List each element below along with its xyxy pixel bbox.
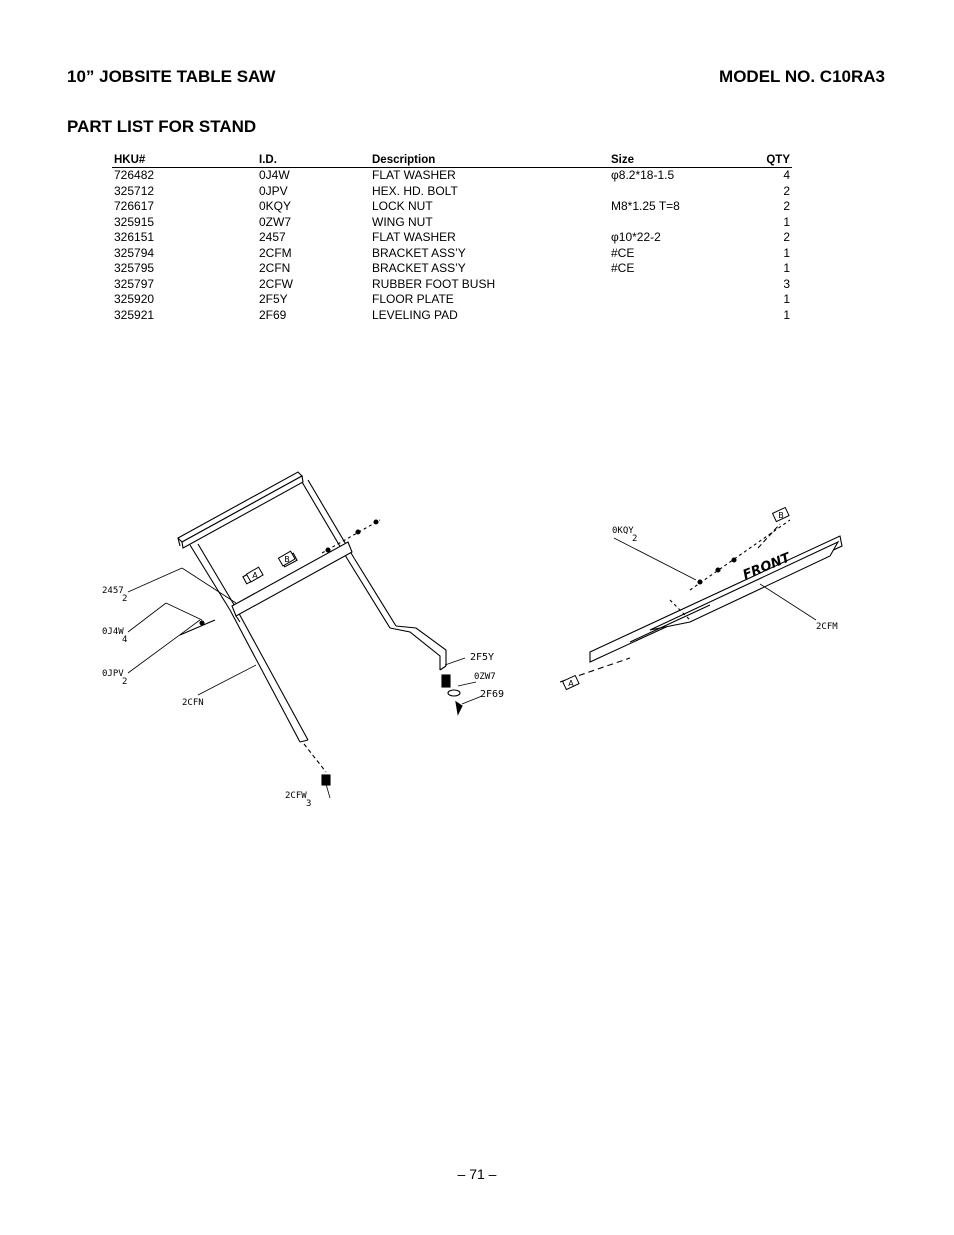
description-cell: FLOOR PLATE bbox=[372, 292, 454, 306]
table-row: 726482 0J4W FLAT WASHER φ8.2*18-1.5 4 bbox=[112, 168, 792, 184]
column-header-hku: HKU# bbox=[112, 152, 257, 168]
size-cell: φ8.2*18-1.5 bbox=[611, 168, 675, 182]
hku-cell: 325915 bbox=[114, 214, 155, 229]
callout-2457-qty: 2 bbox=[122, 594, 127, 604]
hku-cell: 325920 bbox=[114, 292, 155, 306]
qty-cell: 1 bbox=[783, 214, 790, 229]
bracket-2cfm-drawing bbox=[559, 519, 843, 683]
column-header-id: I.D. bbox=[257, 152, 370, 168]
foot-parts-drawing bbox=[321, 674, 463, 786]
qty-cell: 3 bbox=[783, 276, 790, 291]
qty-cell: 1 bbox=[783, 245, 790, 260]
table-row: 325920 2F5Y FLOOR PLATE 1 bbox=[112, 292, 792, 308]
id-cell: 0JPV bbox=[259, 183, 288, 198]
qty-cell: 1 bbox=[783, 307, 790, 322]
id-cell: 2CFM bbox=[259, 245, 292, 260]
callout-2cfw: 2CFW bbox=[285, 791, 307, 801]
size-cell bbox=[609, 292, 763, 308]
bracket-2cfn-drawing bbox=[189, 479, 447, 773]
table-row: 326151 2457 FLAT WASHER φ10*22-2 2 bbox=[112, 230, 792, 246]
table-row: 325794 2CFM BRACKET ASS’Y #CE 1 bbox=[112, 246, 792, 262]
table-row: 325712 0JPV HEX. HD. BOLT 2 bbox=[112, 184, 792, 200]
description-cell: LOCK NUT bbox=[372, 199, 433, 213]
qty-cell: 2 bbox=[783, 230, 790, 244]
hku-cell: 325795 bbox=[114, 261, 155, 275]
callout-2f69: 2F69 bbox=[480, 689, 504, 700]
table-row: 726617 0KQY LOCK NUT M8*1.25 T=8 2 bbox=[112, 199, 792, 215]
qty-cell: 1 bbox=[783, 261, 790, 275]
qty-cell: 2 bbox=[783, 199, 790, 213]
exploded-parts-diagram: A B B A FRONT 2457 2 0J4W 4 0JPV 2 2CFN … bbox=[102, 471, 843, 809]
column-header-qty: QTY bbox=[763, 152, 792, 168]
id-cell: 2F5Y bbox=[259, 292, 288, 306]
size-cell bbox=[609, 184, 763, 200]
size-cell: φ10*22-2 bbox=[611, 230, 661, 244]
id-cell: 0KQY bbox=[259, 199, 292, 213]
table-header-row: HKU# I.D. Description Size QTY bbox=[112, 152, 792, 168]
callout-0zw7: 0ZW7 bbox=[474, 672, 496, 682]
callout-2457: 2457 bbox=[102, 586, 124, 596]
size-cell: M8*1.25 T=8 bbox=[611, 199, 680, 213]
callout-2f5y: 2F5Y bbox=[470, 652, 494, 663]
callout-0j4w-qty: 4 bbox=[122, 635, 127, 645]
section-title: PART LIST FOR STAND bbox=[67, 117, 257, 136]
document-title: 10” JOBSITE TABLE SAW bbox=[67, 67, 276, 86]
id-cell: 2F69 bbox=[259, 307, 287, 322]
qty-cell: 4 bbox=[783, 168, 790, 182]
hku-cell: 326151 bbox=[114, 230, 155, 244]
top-rail-drawing bbox=[177, 471, 304, 549]
description-cell: FLAT WASHER bbox=[372, 230, 456, 244]
parts-table: HKU# I.D. Description Size QTY 726482 0J4… bbox=[112, 152, 792, 323]
marker-a-right: A bbox=[568, 679, 574, 688]
size-cell bbox=[609, 308, 763, 324]
table-row: 325915 0ZW7 WING NUT 1 bbox=[112, 215, 792, 231]
marker-b-right: B bbox=[778, 511, 784, 520]
hku-cell: 325712 bbox=[114, 183, 155, 198]
hku-cell: 726482 bbox=[114, 168, 155, 182]
id-cell: 2CFW bbox=[259, 276, 293, 291]
hku-cell: 726617 bbox=[114, 199, 155, 213]
id-cell: 0J4W bbox=[259, 168, 290, 182]
size-cell bbox=[609, 277, 763, 293]
table-row: 325795 2CFN BRACKET ASS’Y #CE 1 bbox=[112, 261, 792, 277]
description-cell: HEX. HD. BOLT bbox=[372, 183, 458, 198]
id-cell: 2457 bbox=[259, 230, 286, 244]
table-row: 325921 2F69 LEVELING PAD 1 bbox=[112, 308, 792, 324]
description-cell: WING NUT bbox=[372, 214, 433, 229]
callout-2cfm: 2CFM bbox=[816, 622, 838, 632]
table-row: 325797 2CFW RUBBER FOOT BUSH 3 bbox=[112, 277, 792, 293]
column-header-description: Description bbox=[370, 152, 609, 168]
marker-b-left: B bbox=[284, 555, 290, 564]
qty-cell: 2 bbox=[783, 183, 790, 198]
size-cell: #CE bbox=[611, 261, 635, 275]
callout-0jpv: 0JPV bbox=[102, 669, 124, 679]
hku-cell: 325797 bbox=[114, 276, 155, 291]
id-cell: 2CFN bbox=[259, 261, 291, 275]
marker-a-left: A bbox=[252, 571, 258, 580]
qty-cell: 1 bbox=[783, 292, 790, 306]
column-header-size: Size bbox=[609, 152, 763, 168]
size-cell bbox=[609, 215, 763, 231]
size-cell: #CE bbox=[611, 245, 635, 260]
callout-0j4w: 0J4W bbox=[102, 627, 124, 637]
hku-cell: 325794 bbox=[114, 245, 155, 260]
model-number: MODEL NO. C10RA3 bbox=[719, 67, 885, 86]
description-cell: LEVELING PAD bbox=[372, 307, 458, 322]
page-number: – 71 – bbox=[457, 1166, 497, 1182]
description-cell: FLAT WASHER bbox=[372, 168, 456, 182]
id-cell: 0ZW7 bbox=[259, 214, 292, 229]
callout-0kqy-qty: 2 bbox=[632, 534, 637, 544]
description-cell: RUBBER FOOT BUSH bbox=[372, 276, 496, 291]
callout-0jpv-qty: 2 bbox=[122, 677, 127, 687]
leader-lines-left bbox=[127, 567, 483, 799]
callout-0kqy: 0KQY bbox=[612, 526, 634, 536]
parts-table-body: 726482 0J4W FLAT WASHER φ8.2*18-1.5 4 325712 0… bbox=[112, 168, 792, 324]
callout-2cfn: 2CFN bbox=[182, 698, 204, 708]
description-cell: BRACKET ASS’Y bbox=[372, 245, 466, 260]
hku-cell: 325921 bbox=[114, 307, 155, 322]
callout-2cfw-qty: 3 bbox=[306, 799, 311, 809]
description-cell: BRACKET ASS’Y bbox=[372, 261, 466, 275]
